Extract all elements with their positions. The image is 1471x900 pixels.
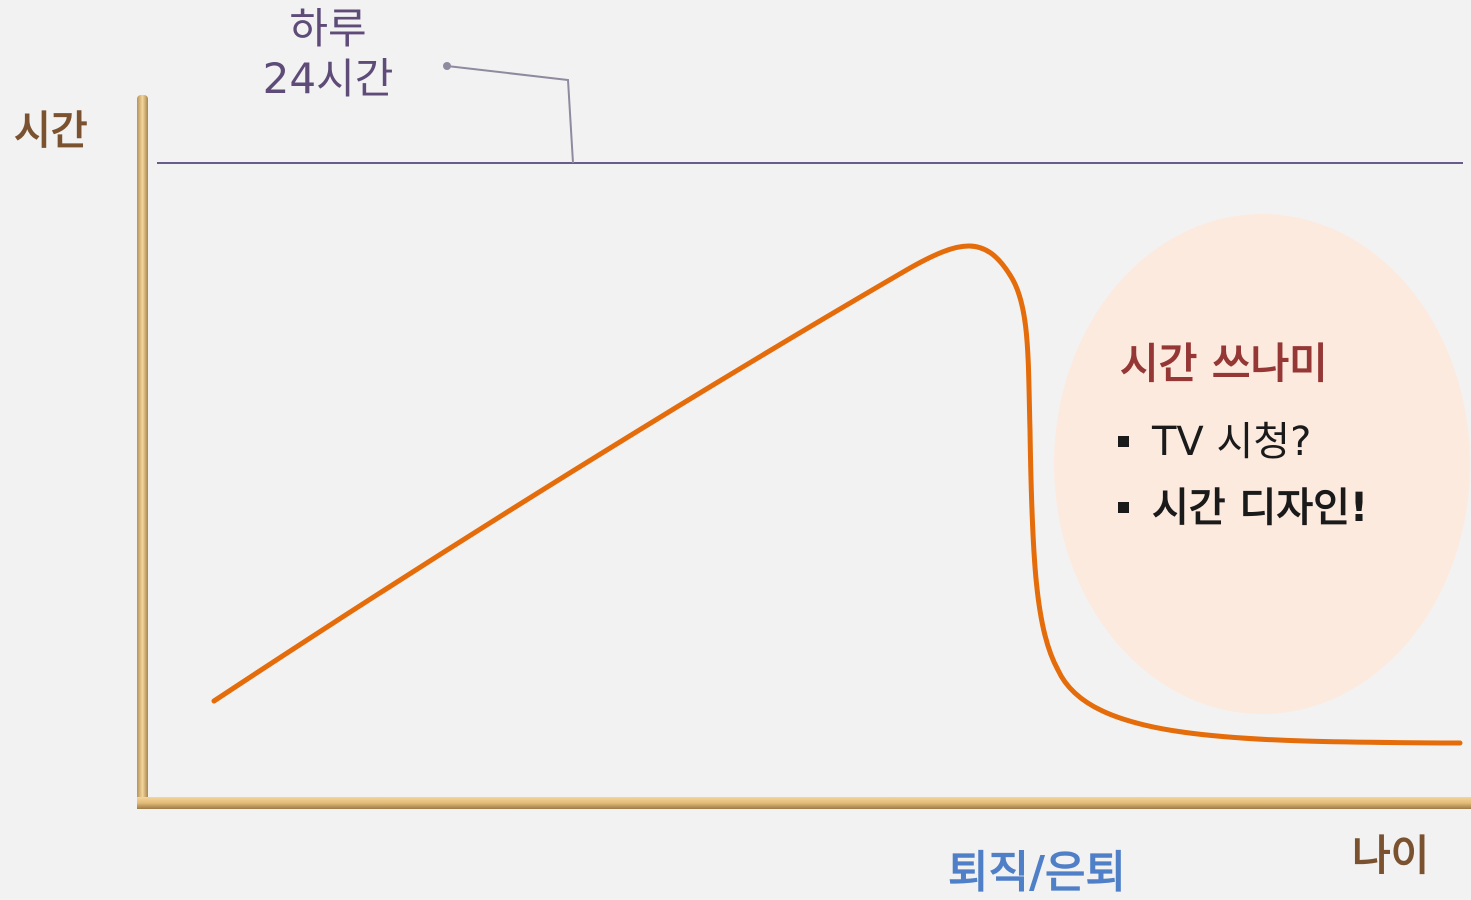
callout-line-1: 하루 [289, 4, 367, 53]
callout-line-2: 24시간 [262, 54, 394, 103]
y-axis-label: 시간 [14, 108, 88, 154]
bubble-item-text: 시간 디자인! [1152, 485, 1369, 531]
bubble-item-text: TV 시청? [1152, 419, 1312, 465]
free-time-curve [211, 243, 1463, 746]
bubble-title: 시간 쓰나미 [1120, 339, 1328, 388]
y-axis-bar [137, 95, 148, 807]
retirement-marker-label: 퇴직/은퇴 [948, 847, 1126, 898]
square-bullet-icon [1118, 436, 1129, 447]
callout-leader-line [446, 65, 574, 164]
callout-leader-dot [443, 62, 451, 70]
bubble-item-time-design: 시간 디자인! [1118, 486, 1368, 530]
daily-hours-callout: 하루 24시간 [248, 4, 408, 104]
bubble-item-tv: TV 시청? [1118, 420, 1368, 464]
x-axis-label: 나이 [1352, 831, 1430, 880]
square-bullet-icon [1118, 502, 1129, 513]
bubble-item-list: TV 시청? 시간 디자인! [1118, 420, 1368, 552]
x-axis-bar [137, 797, 1471, 809]
time-tsunami-bubble [1054, 214, 1470, 714]
